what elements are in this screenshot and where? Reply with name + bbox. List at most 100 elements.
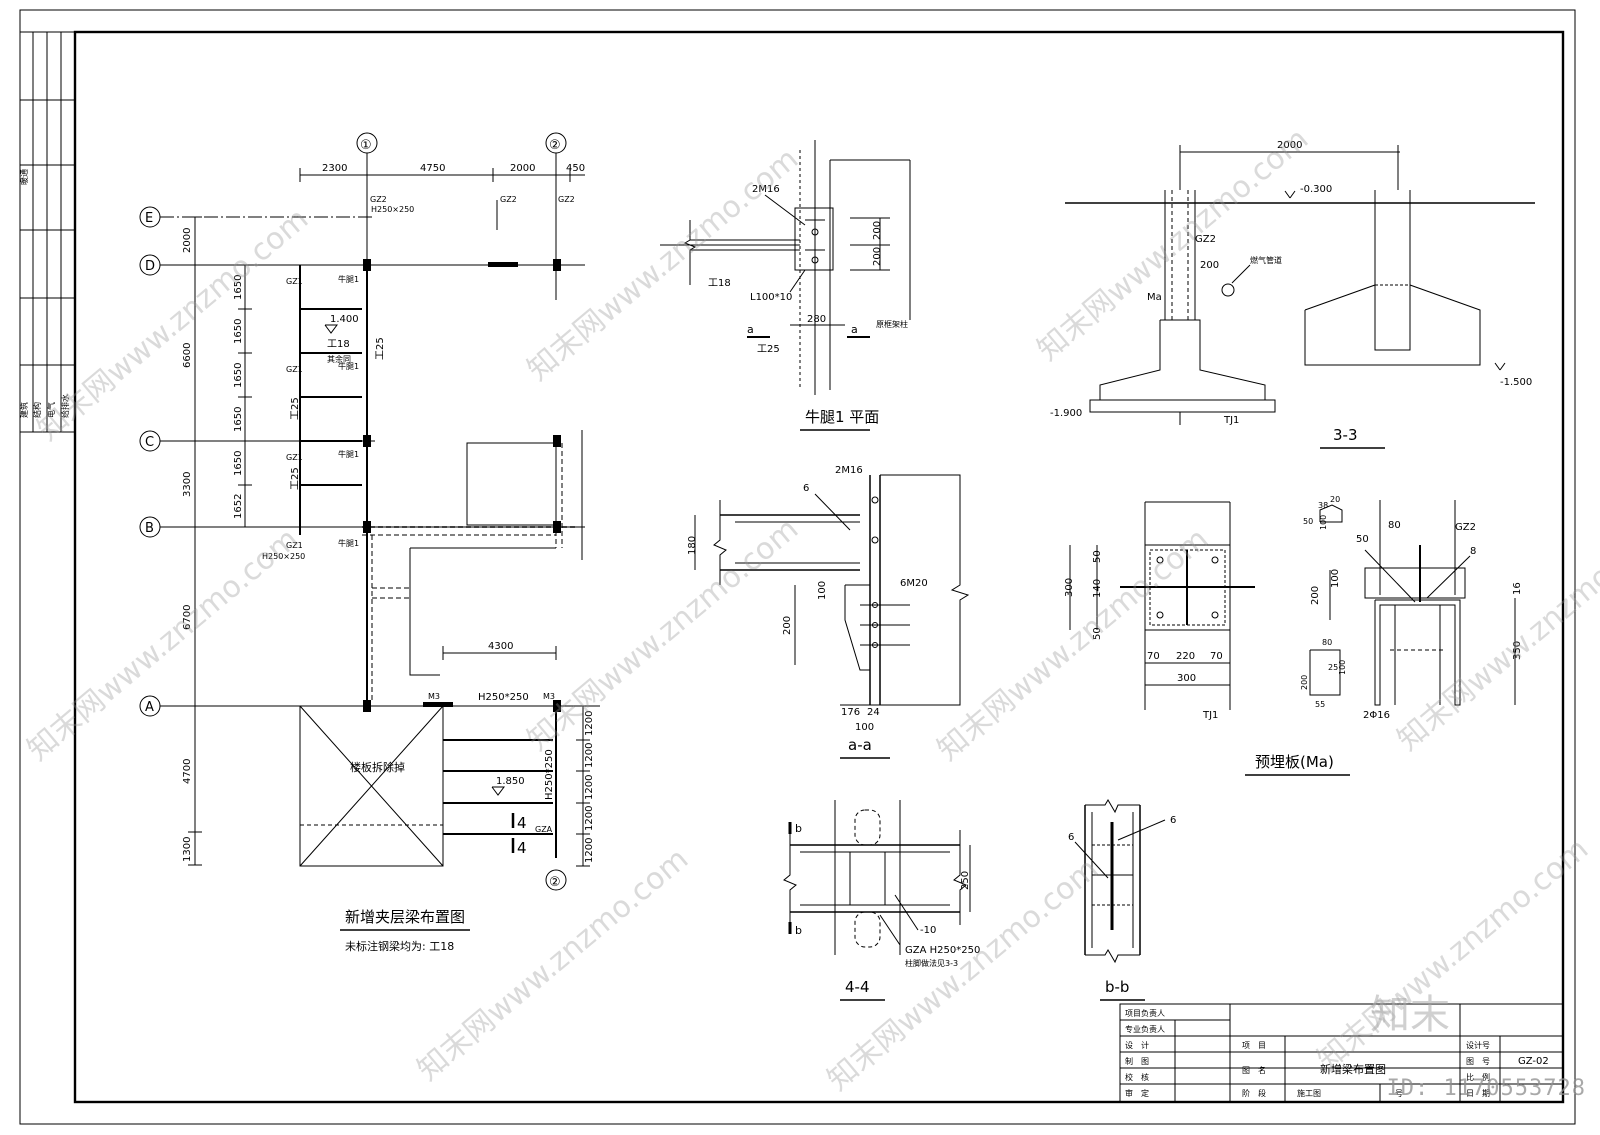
dim: 50: [1092, 627, 1103, 640]
dim: 25: [1328, 663, 1338, 672]
tb-row: 项目负责人: [1125, 1008, 1165, 1018]
dim: 350: [1512, 641, 1523, 660]
h250-label: H250×250: [371, 205, 414, 214]
gz2-label: GZ2: [500, 195, 517, 204]
dim: 200: [1310, 586, 1321, 605]
top-dim: 2300: [322, 163, 347, 174]
m3-label: M3: [543, 692, 555, 701]
dim: 200: [1200, 260, 1219, 271]
dim: 100: [1319, 515, 1328, 530]
axis-letter: C: [145, 435, 154, 450]
outer-frame: [19, 9, 1576, 1125]
detail-section-3-3: 2000 GZ2 燃气管道 Ma TJ1 200 -0.300 -1.900 -…: [1050, 140, 1535, 449]
detail-niutui-plan: 200 200 280 2M16 L100*10 工18 工25 原框架柱 a …: [660, 140, 911, 431]
inner-dim: 1650: [233, 319, 244, 344]
dim: 24: [867, 707, 880, 718]
axis-letter: B: [145, 521, 154, 536]
detail-title: 预埋板(Ma): [1255, 753, 1334, 771]
beam-size-label: 工18: [327, 339, 350, 350]
axis-number: ①: [360, 138, 372, 153]
label: 2M16: [835, 465, 863, 476]
section-mark: 4: [517, 839, 527, 857]
inner-dim: 1650: [233, 407, 244, 432]
m3-label: M3: [428, 692, 440, 701]
detail-section-a-a: 2M16 6 6M20 180 200 100 176 24 100 a-a: [687, 465, 970, 759]
left-dim: 4700: [182, 759, 193, 784]
niutui-label: 牛腿1: [338, 361, 359, 371]
margin-discipline: 建筑: [19, 402, 29, 418]
inner-dim: 1650: [233, 451, 244, 476]
dim: 80: [1322, 638, 1332, 647]
tb-sheet-no-label: 图 号: [1466, 1057, 1490, 1066]
tb-drawing-name: 新增梁布置图: [1320, 1062, 1386, 1076]
elevation: -1.500: [1500, 377, 1532, 388]
tb-row: 制 图: [1125, 1056, 1149, 1066]
tb-row: 专业负责人: [1125, 1024, 1165, 1034]
niutui-label: 牛腿1: [338, 449, 359, 459]
dim: 38: [1318, 501, 1328, 510]
dim: 70: [1147, 651, 1160, 662]
section-a: a: [747, 323, 754, 336]
gza-label: GZA: [535, 825, 553, 834]
tb-design-no-label: 设计号: [1466, 1040, 1490, 1050]
beam-size-label: 工25: [290, 467, 301, 490]
label: -10: [920, 925, 936, 936]
inner-dim: 1650: [233, 363, 244, 388]
label: GZ2: [1195, 234, 1216, 245]
label: 6: [1068, 832, 1074, 843]
dim: 250: [960, 871, 971, 890]
niutui-label: 牛腿1: [338, 538, 359, 548]
margin-discipline: 电气: [46, 402, 56, 418]
elevation: -0.300: [1300, 184, 1332, 195]
detail-title: 3-3: [1333, 426, 1358, 444]
detail-section-4-4: b b 250 -10 GZA H250*250 柱脚做法见3-3 4-4: [783, 800, 980, 1001]
brand-logo: 知末: [1370, 992, 1450, 1038]
detail-title: a-a: [848, 736, 872, 754]
label: 6: [803, 483, 809, 494]
left-dim: 2000: [182, 228, 193, 253]
left-dim: 6600: [182, 343, 193, 368]
demolish-label: 楼板拆除掉: [350, 760, 405, 774]
tb-sheet-no: GZ-02: [1518, 1056, 1549, 1067]
dim: 20: [1330, 495, 1340, 504]
dim: 300: [1064, 578, 1075, 597]
dim: 80: [1388, 520, 1401, 531]
dim: 100: [1330, 569, 1341, 588]
label: 工18: [708, 278, 731, 289]
section-mark: b: [795, 822, 802, 835]
remain-label: 其余同: [327, 354, 351, 364]
tb-project-label: 项 目: [1242, 1041, 1266, 1050]
gz2-label: GZ2: [370, 195, 387, 204]
tb-stage-label: 阶 段: [1242, 1088, 1266, 1098]
plan-title: 新增夹层梁布置图: [345, 908, 465, 926]
detail-section-b-b: 6 6 b-b: [1068, 799, 1176, 1001]
dim-4300: 4300: [488, 641, 513, 652]
dim: 55: [1315, 700, 1325, 709]
tb-date-label: 日 期: [1466, 1089, 1490, 1098]
dim: 220: [1176, 651, 1195, 662]
label: Ma: [1147, 292, 1162, 303]
elevation-label: 1.850: [496, 776, 525, 787]
dim: 200: [872, 221, 883, 240]
gz1-label: GZ1: [286, 453, 303, 462]
right-dim: 1200: [584, 743, 595, 768]
tb-scale-label: 比 例: [1466, 1072, 1490, 1082]
label: 柱脚做法见3-3: [905, 958, 958, 968]
inner-dim: 1650: [233, 275, 244, 300]
gz1-label: GZ1: [286, 365, 303, 374]
section-mark: 4: [517, 814, 527, 832]
section-mark: b: [795, 924, 802, 937]
left-dim: 3300: [182, 472, 193, 497]
elevation: -1.900: [1050, 408, 1082, 419]
label: 6M20: [900, 578, 928, 589]
plan-note: 未标注钢梁均为: 工18: [345, 939, 454, 953]
h250-label: H250*250: [478, 692, 529, 703]
gz2-label: GZ2: [558, 195, 575, 204]
dim: 140: [1092, 579, 1103, 598]
axis-number: ②: [549, 138, 561, 153]
dim: 100: [817, 581, 828, 600]
tb-name-label: 图 名: [1242, 1065, 1266, 1075]
dim: 200: [872, 247, 883, 266]
label: 8: [1470, 546, 1476, 557]
